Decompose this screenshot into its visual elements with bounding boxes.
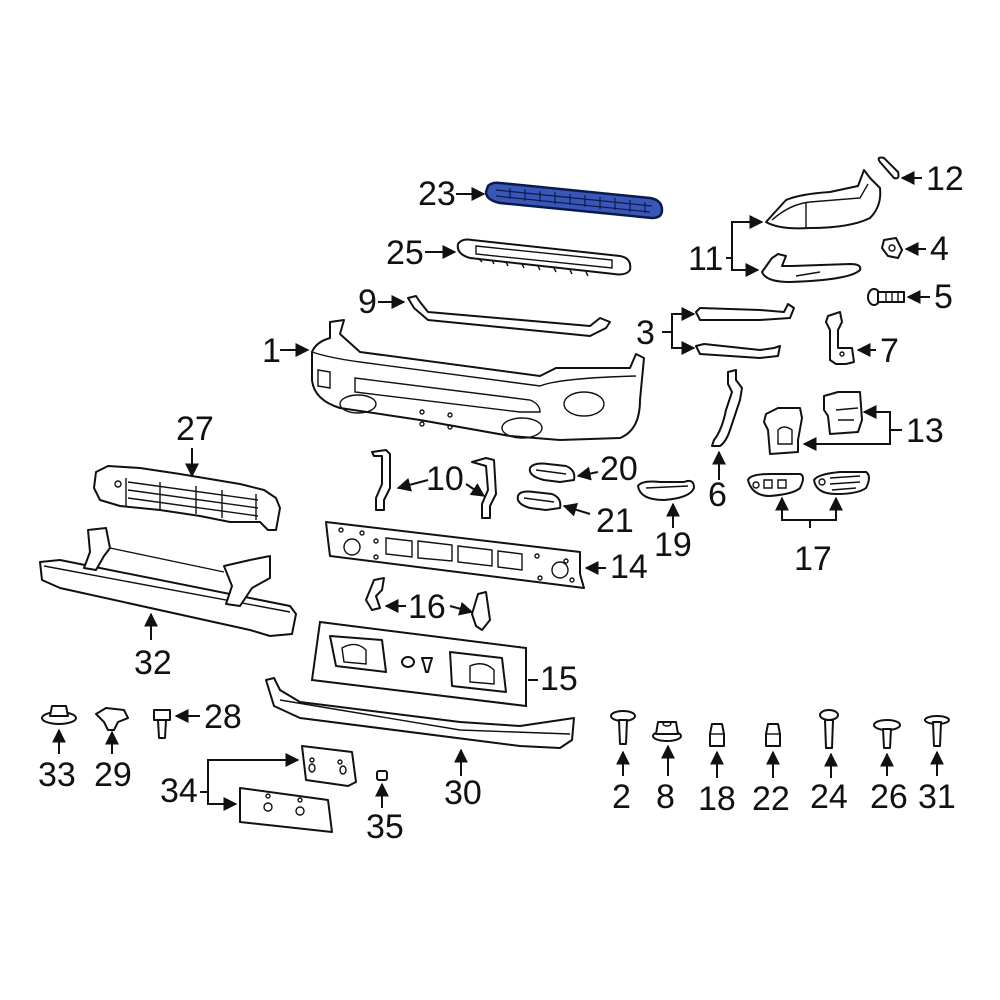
callout-33[interactable]: 33	[38, 756, 76, 794]
part-24-screw[interactable]	[819, 709, 839, 749]
callout-5[interactable]: 5	[934, 278, 953, 316]
callout-7[interactable]: 7	[880, 332, 899, 370]
part-5-bolt[interactable]	[867, 288, 905, 306]
part-17-fog-lamp-brackets[interactable]	[747, 471, 870, 497]
callout-2[interactable]: 2	[612, 778, 631, 816]
callout-14[interactable]: 14	[610, 548, 648, 586]
callout-6[interactable]: 6	[708, 476, 727, 514]
callout-3[interactable]: 3	[636, 314, 655, 352]
callout-19[interactable]: 19	[654, 526, 692, 564]
part-30-lower-air-dam[interactable]	[265, 677, 575, 749]
callout-23[interactable]: 23	[418, 175, 456, 213]
callout-25[interactable]: 25	[386, 234, 424, 272]
part-2-push-pin[interactable]	[610, 710, 636, 745]
part-33-flange-nut[interactable]	[41, 705, 77, 725]
part-11-end-caps[interactable]	[761, 169, 882, 283]
callout-29[interactable]: 29	[94, 756, 132, 794]
callout-20[interactable]: 20	[600, 450, 638, 488]
callout-34[interactable]: 34	[160, 772, 198, 810]
callout-9[interactable]: 9	[358, 283, 377, 321]
part-10-support-brackets[interactable]	[371, 449, 497, 519]
callout-35[interactable]: 35	[366, 808, 404, 846]
callout-21[interactable]: 21	[596, 502, 634, 540]
part-35-spacer[interactable]	[376, 770, 388, 781]
part-29-u-nut[interactable]	[95, 707, 129, 731]
part-12-end-cap-insert[interactable]	[877, 156, 900, 180]
part-19-fog-lamp-bezel[interactable]	[637, 479, 695, 501]
part-26-push-rivet[interactable]	[873, 719, 901, 749]
callout-11[interactable]: 11	[688, 240, 723, 278]
callout-30[interactable]: 30	[444, 774, 482, 812]
part-28-bolt[interactable]	[153, 709, 171, 739]
part-6-side-bracket[interactable]	[711, 369, 743, 447]
part-23-grille-insert[interactable]	[484, 181, 664, 220]
callout-13[interactable]: 13	[906, 412, 944, 450]
part-22-nut[interactable]	[765, 723, 781, 747]
part-15-sensor-bracket-kit[interactable]	[310, 620, 527, 708]
part-7-mounting-bracket[interactable]	[825, 311, 855, 365]
callout-12[interactable]: 12	[926, 160, 964, 198]
part-1-bumper-cover[interactable]	[311, 319, 645, 441]
callout-27[interactable]: 27	[176, 410, 214, 448]
callout-24[interactable]: 24	[810, 778, 848, 816]
part-18-nut[interactable]	[709, 723, 725, 747]
callout-32[interactable]: 32	[134, 644, 172, 682]
part-8-flange-nut[interactable]	[652, 721, 682, 742]
callout-28[interactable]: 28	[204, 698, 242, 736]
part-21-lower-bezel[interactable]	[516, 490, 562, 511]
callout-10[interactable]: 10	[426, 460, 464, 498]
part-14-center-panel[interactable]	[325, 521, 585, 589]
part-3-trim-strips[interactable]	[695, 303, 795, 359]
callout-17[interactable]: 17	[794, 540, 832, 578]
callout-22[interactable]: 22	[752, 780, 790, 818]
callout-31[interactable]: 31	[918, 778, 956, 816]
part-9-upper-molding[interactable]	[407, 295, 611, 337]
part-32-impact-bar[interactable]	[39, 527, 297, 637]
callout-4[interactable]: 4	[930, 230, 949, 268]
part-27-grille-shutter[interactable]	[93, 465, 281, 531]
part-31-retainer[interactable]	[924, 715, 950, 747]
part-16-lower-brackets[interactable]	[365, 577, 491, 631]
part-4-clip-nut[interactable]	[881, 237, 903, 259]
part-13-end-brackets[interactable]	[763, 391, 863, 455]
callout-15[interactable]: 15	[540, 660, 578, 698]
part-25-grille-trim[interactable]	[456, 238, 632, 277]
callout-26[interactable]: 26	[870, 778, 908, 816]
callout-18[interactable]: 18	[698, 780, 736, 818]
part-20-upper-bezel[interactable]	[528, 462, 576, 483]
callout-1[interactable]: 1	[262, 332, 281, 370]
part-34-license-brackets[interactable]	[239, 745, 357, 833]
callout-8[interactable]: 8	[656, 778, 675, 816]
callout-16[interactable]: 16	[408, 588, 446, 626]
